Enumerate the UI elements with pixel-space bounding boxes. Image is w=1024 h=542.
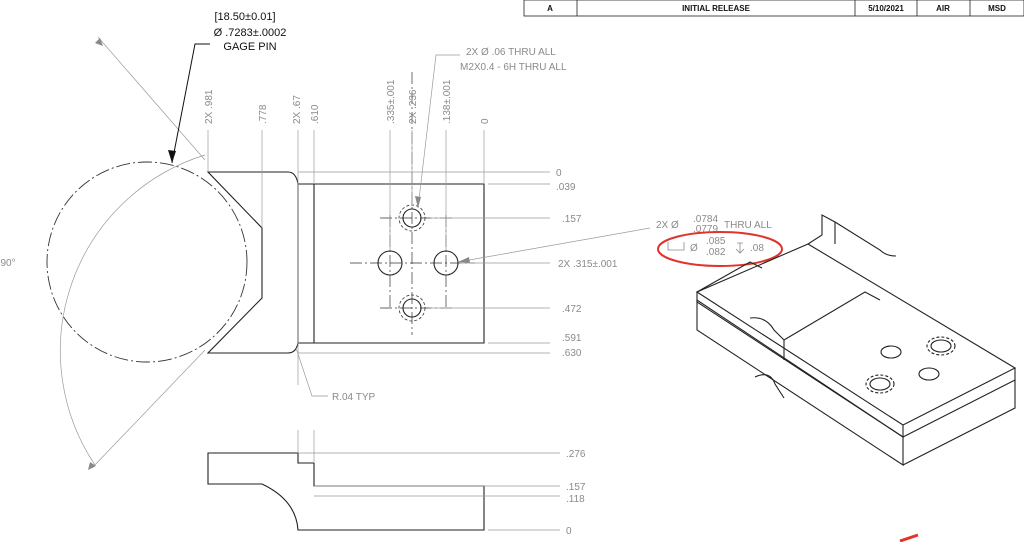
rev-description: INITIAL RELEASE bbox=[682, 4, 751, 13]
dim-138: .138±.001 bbox=[442, 79, 453, 124]
dim-s118: .118 bbox=[566, 494, 585, 505]
depth-icon bbox=[735, 242, 745, 254]
threaded-hole-top bbox=[402, 208, 422, 228]
dim-67: 2X .67 bbox=[292, 95, 303, 124]
hole-dia-upper: .0784 bbox=[693, 214, 718, 225]
dim-r315: 2X .315±.001 bbox=[558, 259, 618, 270]
angle-arc bbox=[59, 154, 206, 466]
dim-r0: 0 bbox=[556, 168, 562, 179]
dim-r157: .157 bbox=[562, 214, 582, 225]
dim-s157: .157 bbox=[566, 482, 586, 493]
dim-335: .335±.001 bbox=[386, 79, 397, 124]
gage-pin-label: GAGE PIN bbox=[223, 41, 276, 53]
rev-letter: A bbox=[547, 4, 553, 13]
hole-thru: THRU ALL bbox=[724, 220, 772, 231]
hole-prefix: 2X Ø bbox=[656, 220, 679, 231]
threaded-hole-bottom bbox=[402, 298, 422, 318]
gage-pin-diameter: Ø .7283±.0002 bbox=[214, 27, 287, 39]
angle-label: 90° bbox=[0, 258, 15, 269]
rev-approved: MSD bbox=[988, 4, 1006, 13]
thread-note-line1: 2X Ø .06 THRU ALL bbox=[466, 47, 556, 58]
pin-hole-left bbox=[377, 250, 403, 276]
cb-depth: .08 bbox=[750, 243, 764, 254]
dim-610: .610 bbox=[310, 104, 321, 124]
side-view: .276 .157 .118 0 bbox=[207, 430, 586, 537]
dim-r630: .630 bbox=[562, 348, 582, 359]
diameter-symbol: Ø bbox=[690, 243, 698, 254]
pin-hole-right bbox=[433, 250, 459, 276]
hole-callout: 2X Ø .0784 .0779 THRU ALL Ø .085 .082 .0… bbox=[457, 214, 783, 267]
highlight-ellipse bbox=[657, 231, 783, 267]
dim-r039: .039 bbox=[556, 182, 576, 193]
dim-236: 2X .236 bbox=[408, 89, 419, 124]
dim-0-top: 0 bbox=[480, 118, 491, 124]
isometric-view bbox=[695, 214, 1017, 467]
hole-dia-lower: .0779 bbox=[693, 224, 718, 235]
dim-r591: .591 bbox=[562, 333, 582, 344]
dim-981: 2X .981 bbox=[204, 89, 215, 124]
cb-dia-lower: .082 bbox=[706, 247, 726, 258]
thread-note-line2: M2X0.4 - 6H THRU ALL bbox=[460, 62, 567, 73]
gage-pin-circle bbox=[46, 161, 248, 363]
top-view: 2X .981 .778 2X .67 .610 .335±.001 2X .2… bbox=[204, 47, 618, 403]
dim-778: .778 bbox=[258, 104, 269, 124]
markup-stroke bbox=[899, 533, 919, 542]
dim-s276: .276 bbox=[566, 449, 586, 460]
gage-pin-size-metric: [18.50±0.01] bbox=[214, 11, 275, 23]
revision-table: A INITIAL RELEASE 5/10/2021 AIR MSD bbox=[523, 0, 1024, 17]
radius-note: R.04 TYP bbox=[332, 392, 375, 403]
dim-r472: .472 bbox=[562, 304, 582, 315]
dim-s0: 0 bbox=[566, 526, 572, 537]
counterbore-icon bbox=[667, 242, 685, 251]
gage-pin-view: 90° [18.50±0.01] Ø .7283±.0002 GAGE PIN bbox=[0, 11, 286, 470]
rev-date: 5/10/2021 bbox=[868, 4, 904, 13]
cb-dia-upper: .085 bbox=[706, 236, 726, 247]
rev-drawn: AIR bbox=[936, 4, 950, 13]
